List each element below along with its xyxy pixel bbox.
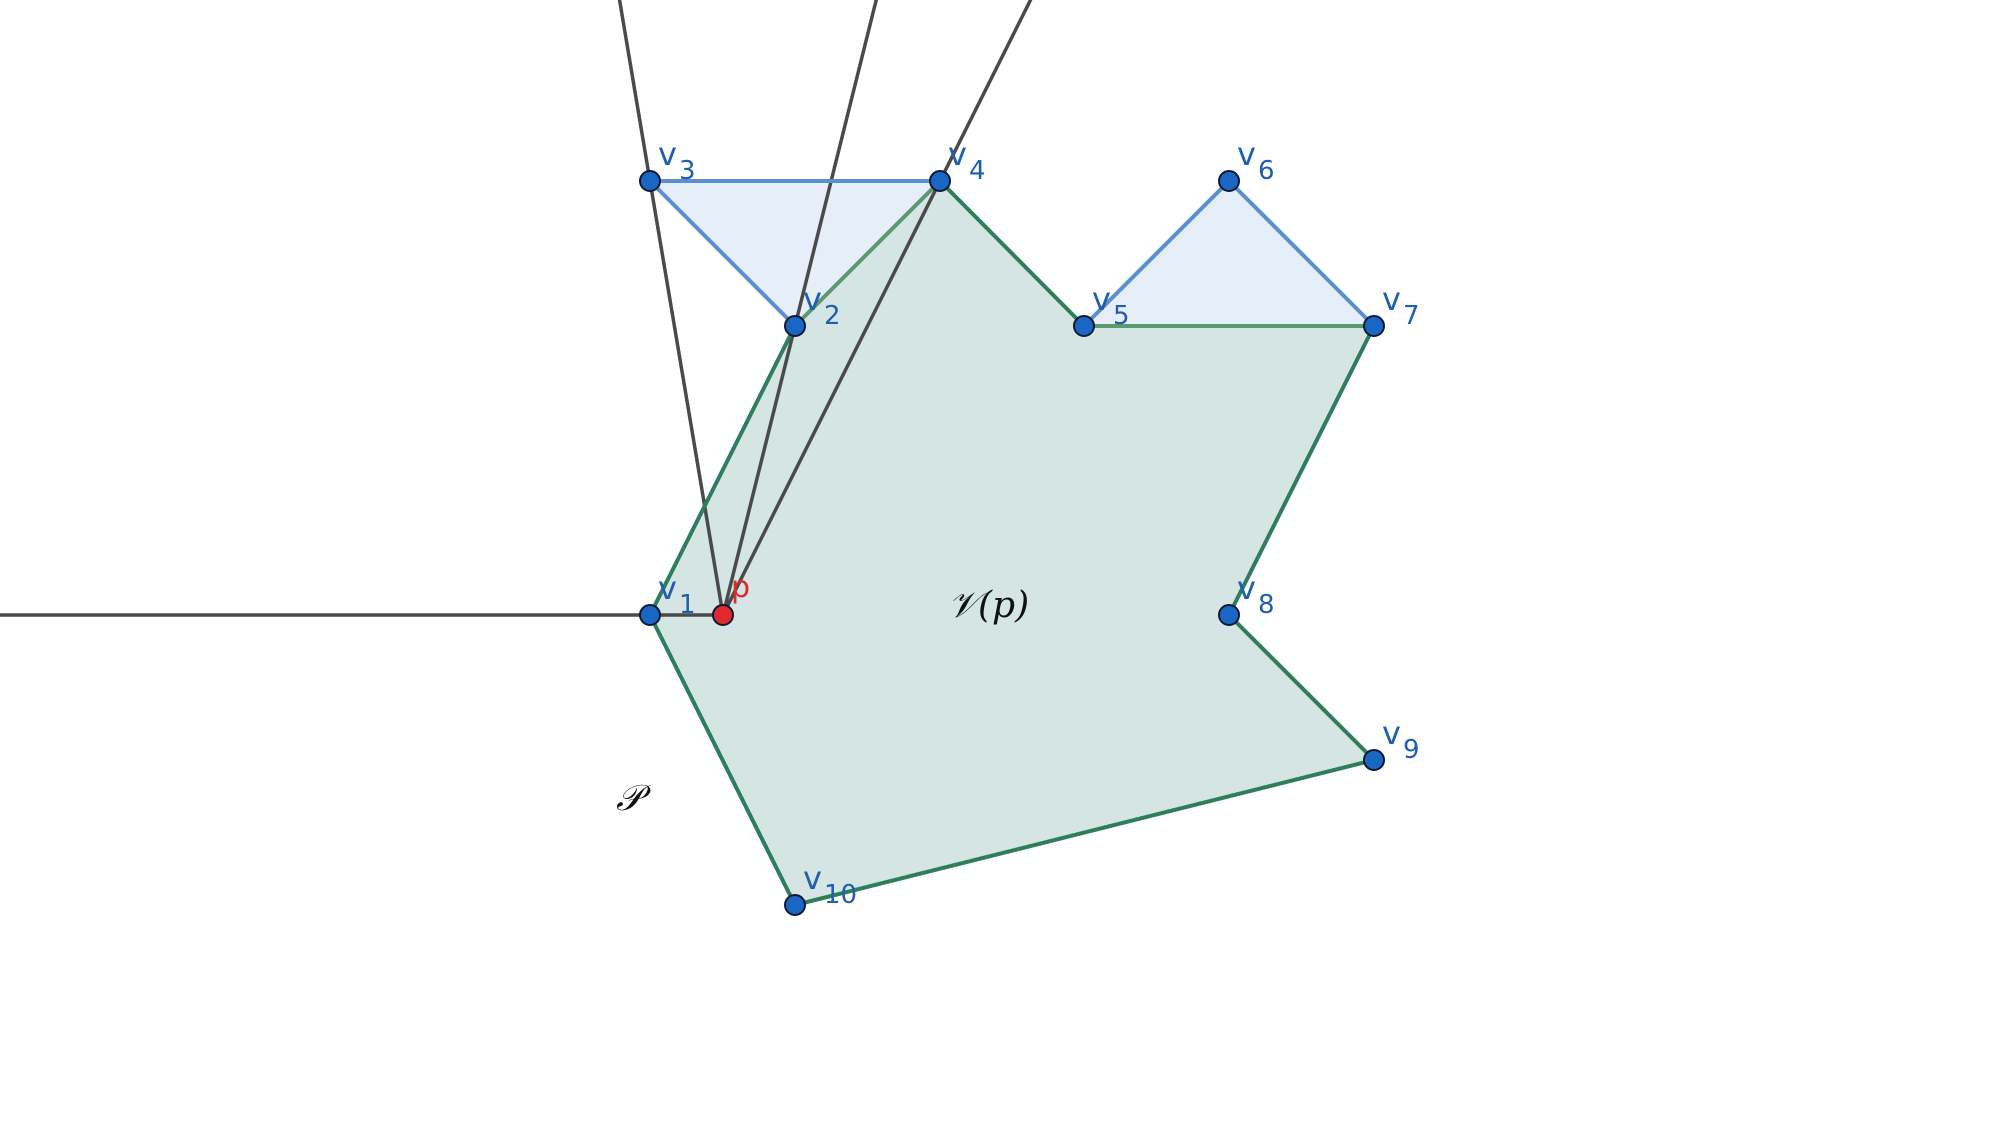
edge-v8-v9 (1227, 613, 1376, 762)
vertex-label-v1: v1 (658, 569, 695, 620)
vertex-label-v2: v2 (803, 280, 840, 331)
pocket-region-v5-v6-v7 (1084, 181, 1374, 326)
vertex-label-v10: v10 (803, 859, 857, 910)
visibility-rays (0, 0, 1033, 617)
visibility-polygon (650, 181, 1374, 905)
vertex-v9 (1363, 749, 1385, 771)
vertex-label-v4: v4 (948, 135, 985, 186)
pocket-regions (650, 181, 1374, 326)
polygon-label: 𝒫 (616, 778, 652, 819)
edge-v2-v3 (648, 179, 797, 328)
vertex-v1 (639, 604, 661, 626)
edge-v6-v7 (1227, 179, 1376, 328)
ray-p-v3 (617, 0, 725, 617)
edge-v5-v6 (1082, 179, 1231, 328)
window-edge-v2-v4 (793, 179, 942, 328)
pocket-region-v2-v3-v4 (650, 181, 940, 326)
vertex-v10 (784, 894, 806, 916)
vertex-v6 (1218, 170, 1240, 192)
vertex-v8 (1218, 604, 1240, 626)
vertex-v3 (639, 170, 661, 192)
vertex-label-v7: v7 (1382, 280, 1419, 331)
vertex-v4 (929, 170, 951, 192)
edge-v10-v1 (648, 613, 797, 907)
query-point-p (712, 604, 734, 626)
query-point-label: p (731, 570, 750, 605)
visibility-region-label: 𝒱(p) (948, 585, 1029, 626)
ray-p-v2 (721, 0, 878, 617)
edge-v7-v8 (1227, 324, 1376, 617)
vertex-v7 (1363, 315, 1385, 337)
vertex-v5 (1073, 315, 1095, 337)
vertex-label-v8: v8 (1237, 569, 1274, 620)
vertex-label-v9: v9 (1382, 714, 1419, 765)
edge-v4-v5 (938, 179, 1086, 328)
vertex-label-v6: v6 (1237, 135, 1274, 186)
vertex-labels: v1 v2 v3 v4 v5 v6 v7 v8 v9 v10 p (658, 135, 1419, 910)
vertex-label-v3: v3 (658, 135, 695, 186)
vertex-v2 (784, 315, 806, 337)
ray-p-v4 (721, 0, 1033, 617)
vertex-points (639, 170, 1385, 916)
vertex-label-v5: v5 (1092, 280, 1129, 331)
edge-v1-v2 (648, 324, 797, 617)
visibility-region (650, 181, 1374, 905)
edge-v9-v10 (793, 758, 1376, 907)
polygon-edges (648, 179, 1376, 907)
